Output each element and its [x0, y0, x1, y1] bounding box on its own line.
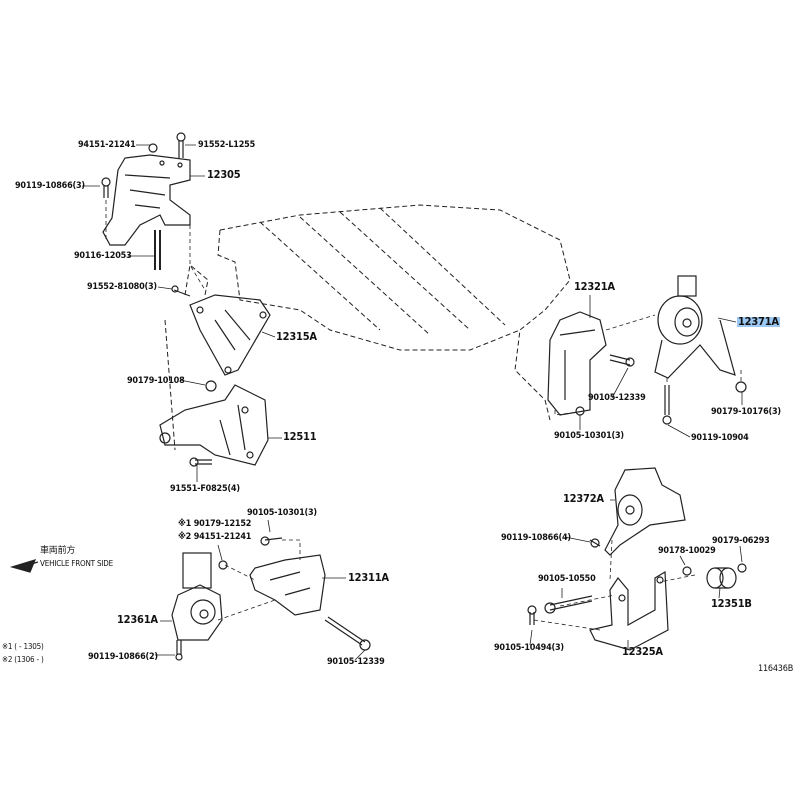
- mount-12361a: [171, 552, 223, 641]
- part-label[interactable]: 94151-21241: [78, 140, 136, 150]
- bushing-12351b: [706, 567, 737, 589]
- part-label[interactable]: 12311A: [348, 571, 389, 584]
- direction-label-en: VEHICLE FRONT SIDE: [40, 559, 113, 568]
- part-label[interactable]: 91552-81080(3): [87, 282, 157, 292]
- part-label[interactable]: 90105-10301(3): [247, 508, 317, 518]
- part-label[interactable]: 90179-10108: [127, 376, 185, 386]
- part-label[interactable]: 90105-12339: [588, 393, 646, 403]
- part-label[interactable]: 90105-10550: [538, 574, 596, 584]
- part-label[interactable]: 90116-12053: [74, 251, 132, 261]
- mount-12371a: [654, 275, 736, 379]
- illustration-id: 116436B: [758, 664, 794, 674]
- leader-lines: [82, 144, 743, 661]
- bracket-12321a: [547, 311, 607, 416]
- part-label[interactable]: 90119-10904: [691, 433, 749, 443]
- direction-label-jp: 車両前方: [40, 546, 76, 556]
- part-label[interactable]: 12372A: [563, 492, 604, 505]
- part-label[interactable]: 90179-10176(3): [711, 407, 781, 417]
- part-label[interactable]: 91552-L1255: [198, 140, 256, 150]
- vehicle-front-arrow-icon: [9, 559, 39, 573]
- part-label[interactable]: 12305: [207, 168, 241, 181]
- bracket-12511: [159, 384, 269, 466]
- part-label[interactable]: 90105-10301(3): [554, 431, 624, 441]
- part-label[interactable]: 12315A: [276, 330, 317, 343]
- part-label[interactable]: 91551-F0825(4): [170, 484, 240, 494]
- part-label-highlighted[interactable]: 12371A: [737, 315, 780, 328]
- part-label[interactable]: ※2 94151-21241: [178, 532, 252, 542]
- part-label[interactable]: 90179-06293: [712, 536, 770, 546]
- fasteners: [101, 132, 747, 661]
- engine-outline: [164, 204, 571, 451]
- part-label[interactable]: 90119-10866(3): [15, 181, 85, 191]
- part-label[interactable]: 12361A: [117, 613, 158, 626]
- mount-12372a: [604, 467, 686, 556]
- footnote: ※1 ( - 1305): [2, 642, 44, 651]
- bracket-12315a: [189, 294, 271, 376]
- part-label[interactable]: 90119-10866(4): [501, 533, 571, 543]
- bracket-12325a: [589, 570, 669, 651]
- assembly-lines: [105, 200, 742, 631]
- part-label[interactable]: 90105-12339: [327, 657, 385, 667]
- bracket-12311a: [249, 554, 326, 616]
- part-label[interactable]: 90119-10866(2): [88, 652, 158, 662]
- part-label[interactable]: 90105-10494(3): [494, 643, 564, 653]
- part-label[interactable]: ※1 90179-12152: [178, 519, 252, 529]
- part-label[interactable]: 12511: [283, 430, 317, 443]
- part-label[interactable]: 90178-10029: [658, 546, 716, 556]
- part-label[interactable]: 12321A: [574, 280, 615, 293]
- footnote: ※2 (1306 - ): [2, 655, 44, 664]
- part-label[interactable]: 12351B: [711, 597, 752, 610]
- part-label[interactable]: 12325A: [622, 645, 663, 658]
